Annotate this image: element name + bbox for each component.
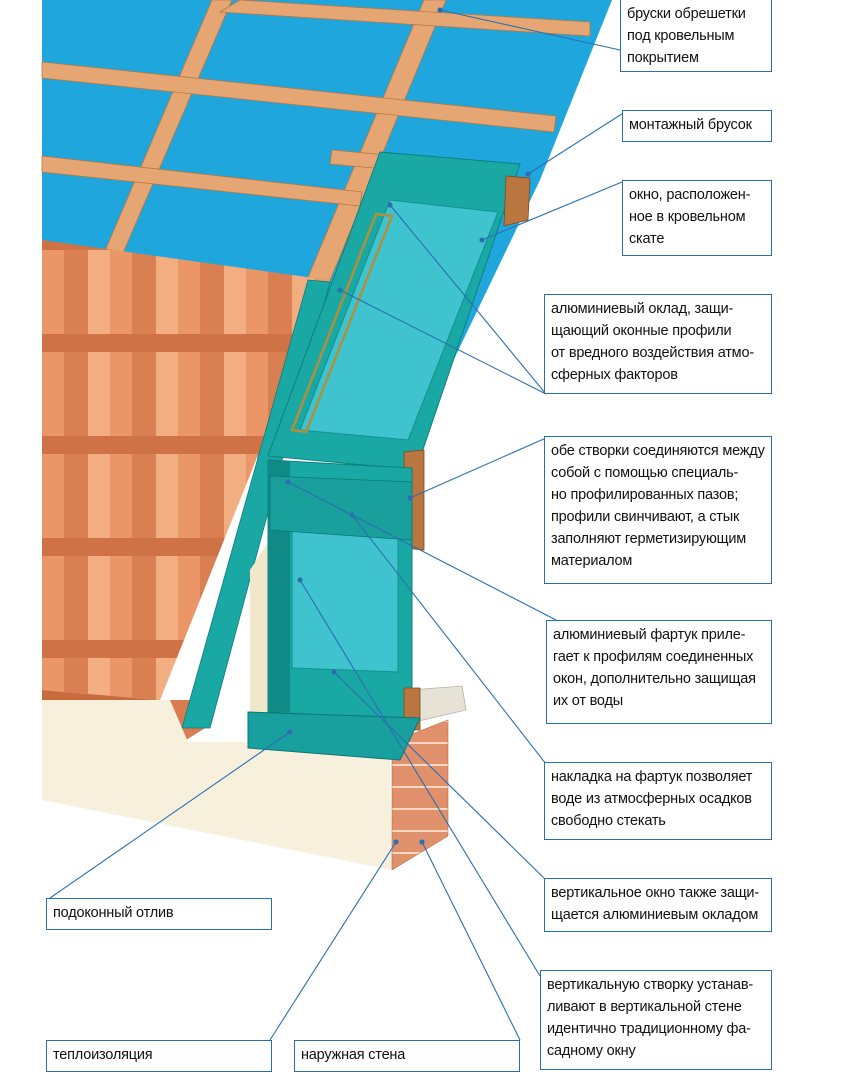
leader-mount-batten: [527, 109, 629, 175]
tiling-batten: [218, 0, 591, 37]
label-insulation: теплоизоляция: [46, 1040, 272, 1072]
leader-flashing-a: [339, 289, 547, 395]
label-alu-apron: алюминиевый фартук приле- гает к профиля…: [546, 620, 772, 724]
outer-wall-side: [250, 540, 270, 742]
leader-roof-window: [481, 181, 623, 241]
label-sash-joint: обе створки соединяются между собой с по…: [544, 436, 772, 584]
tile-roof: [42, 240, 328, 700]
leader-outer-wall: [421, 841, 521, 1041]
leader-dots: [285, 7, 531, 845]
label-mount-batten: монтажный брусок: [622, 110, 772, 142]
label-outer-wall: наружная стена: [294, 1040, 520, 1072]
upper-profile: [503, 175, 531, 227]
label-alu-flashing: алюминиевый оклад, защи- щающий оконные …: [544, 294, 772, 394]
leader-joint: [409, 437, 547, 499]
leader-cover: [351, 514, 547, 765]
leader-sill: [49, 731, 291, 899]
brick-wall: [391, 719, 449, 871]
apron: [269, 475, 413, 541]
label-battens: бруски обрешетки под кровельным покрытие…: [620, 0, 772, 72]
label-vertical-flashing: вертикальное окно также защи- щается алю…: [544, 878, 772, 932]
leader-flashing-b: [389, 204, 547, 395]
tiling-batten: [41, 61, 557, 133]
window-sill: [247, 711, 421, 761]
label-roof-window: окно, расположен- ное в кровельном скате: [622, 180, 772, 256]
leader-insulation: [269, 841, 397, 1041]
leader-apron: [287, 481, 557, 621]
roof-window-sash: [290, 212, 394, 434]
label-apron-cover: накладка на фартук позволяет воде из атм…: [544, 762, 772, 840]
leader-vertical-sash: [299, 579, 541, 977]
label-sill: подоконный отлив: [46, 898, 272, 930]
leader-battens: [439, 9, 621, 51]
vertical-window-glass: [291, 529, 399, 673]
leader-lines: [49, 9, 629, 1041]
label-vertical-sash: вертикальную створку устанав- ливают в в…: [540, 970, 772, 1070]
outer-wall-face: [42, 700, 392, 870]
leader-vertical-flashing: [333, 671, 547, 881]
